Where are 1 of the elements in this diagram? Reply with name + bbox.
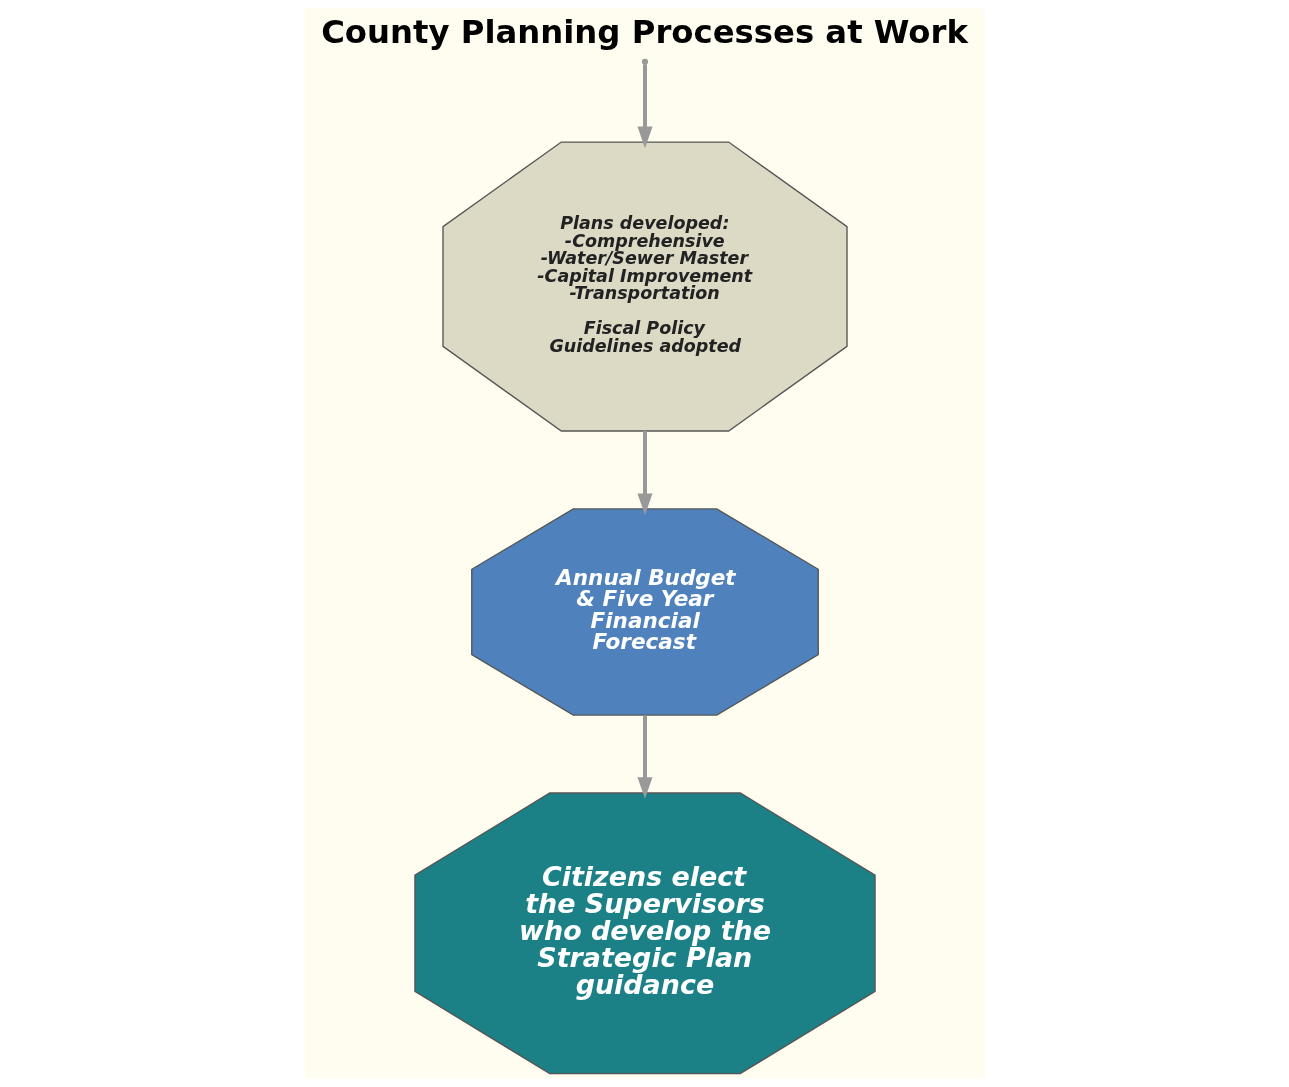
diagram-title: County Planning Processes at Work bbox=[320, 13, 968, 52]
